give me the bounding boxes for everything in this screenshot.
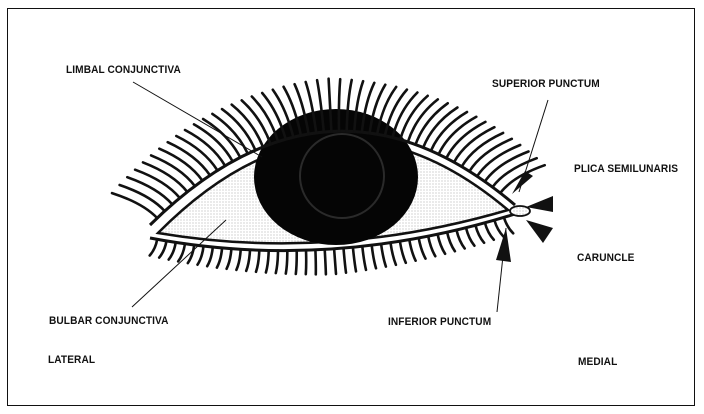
eyelash (431, 112, 467, 151)
eyelash (409, 240, 415, 261)
label-lateral: LATERAL (48, 354, 95, 366)
label-bulbar-conjunctiva: BULBAR CONJUNCTIVA (49, 315, 169, 327)
inferior-punctum-arrow (496, 228, 511, 262)
label-caruncle: CARUNCLE (577, 252, 635, 264)
eyelash (428, 236, 435, 256)
eyelash (203, 119, 240, 157)
eyelash (477, 145, 520, 176)
eyelash (150, 239, 158, 255)
eyelash (372, 245, 376, 268)
eyelash (232, 105, 263, 147)
eyelash (176, 136, 217, 171)
eyelash (266, 250, 269, 272)
eyelash (198, 246, 204, 265)
eyelash (159, 241, 166, 258)
eyelash (423, 108, 457, 148)
eyelash (493, 158, 537, 187)
eyelash (457, 230, 465, 248)
eyelash (159, 149, 202, 181)
eyelash (381, 244, 386, 267)
caruncle-arrow (526, 220, 553, 243)
label-inferior-punctum: INFERIOR PUNCTUM (388, 316, 491, 328)
eyelash (276, 251, 278, 274)
eyelash (194, 124, 233, 161)
eyelash (246, 250, 250, 271)
eyelash (466, 228, 474, 246)
eyelash (454, 127, 494, 162)
eyelash (296, 250, 297, 274)
caruncle-shape (510, 206, 530, 216)
eyelash (469, 139, 511, 172)
label-medial: MEDIAL (578, 356, 617, 368)
eyelash (446, 122, 485, 158)
eyelash (168, 142, 210, 175)
eyelash (325, 249, 326, 274)
eyelash (212, 114, 247, 154)
eyelash (391, 243, 396, 265)
eyelash (416, 103, 448, 144)
eyelash (400, 241, 406, 262)
eyelash (236, 249, 240, 270)
eyelash (485, 223, 494, 240)
eyelash (112, 193, 157, 218)
eyelash (227, 249, 232, 269)
eyelash (408, 99, 438, 141)
eyelash (256, 250, 259, 272)
eyelash (353, 247, 356, 271)
label-limbal-conjunctiva: LIMBAL CONJUNCTIVA (66, 64, 181, 76)
eyelash (494, 220, 503, 236)
eyelash (217, 248, 222, 268)
eyelash (334, 249, 336, 274)
eyelash (400, 96, 428, 140)
eyelash (185, 130, 225, 166)
eyelash (339, 79, 340, 131)
eyelash (344, 248, 347, 273)
eyelash (462, 133, 503, 167)
label-plica-semilunaris: PLICA SEMILUNARIS (574, 163, 678, 175)
eyelash (222, 109, 255, 150)
label-superior-punctum: SUPERIOR PUNCTUM (492, 78, 600, 90)
eyelash (439, 117, 477, 155)
eyelash (362, 246, 366, 270)
iris (254, 109, 418, 245)
eyelash (169, 242, 176, 259)
limbal-pointer-line (133, 82, 262, 157)
eyelash (286, 251, 288, 274)
eyelash (438, 234, 446, 254)
eyelash (207, 247, 213, 266)
eyelash (242, 100, 271, 144)
eyelash (447, 232, 455, 251)
eyelash (476, 225, 485, 242)
eyelash (419, 238, 426, 259)
